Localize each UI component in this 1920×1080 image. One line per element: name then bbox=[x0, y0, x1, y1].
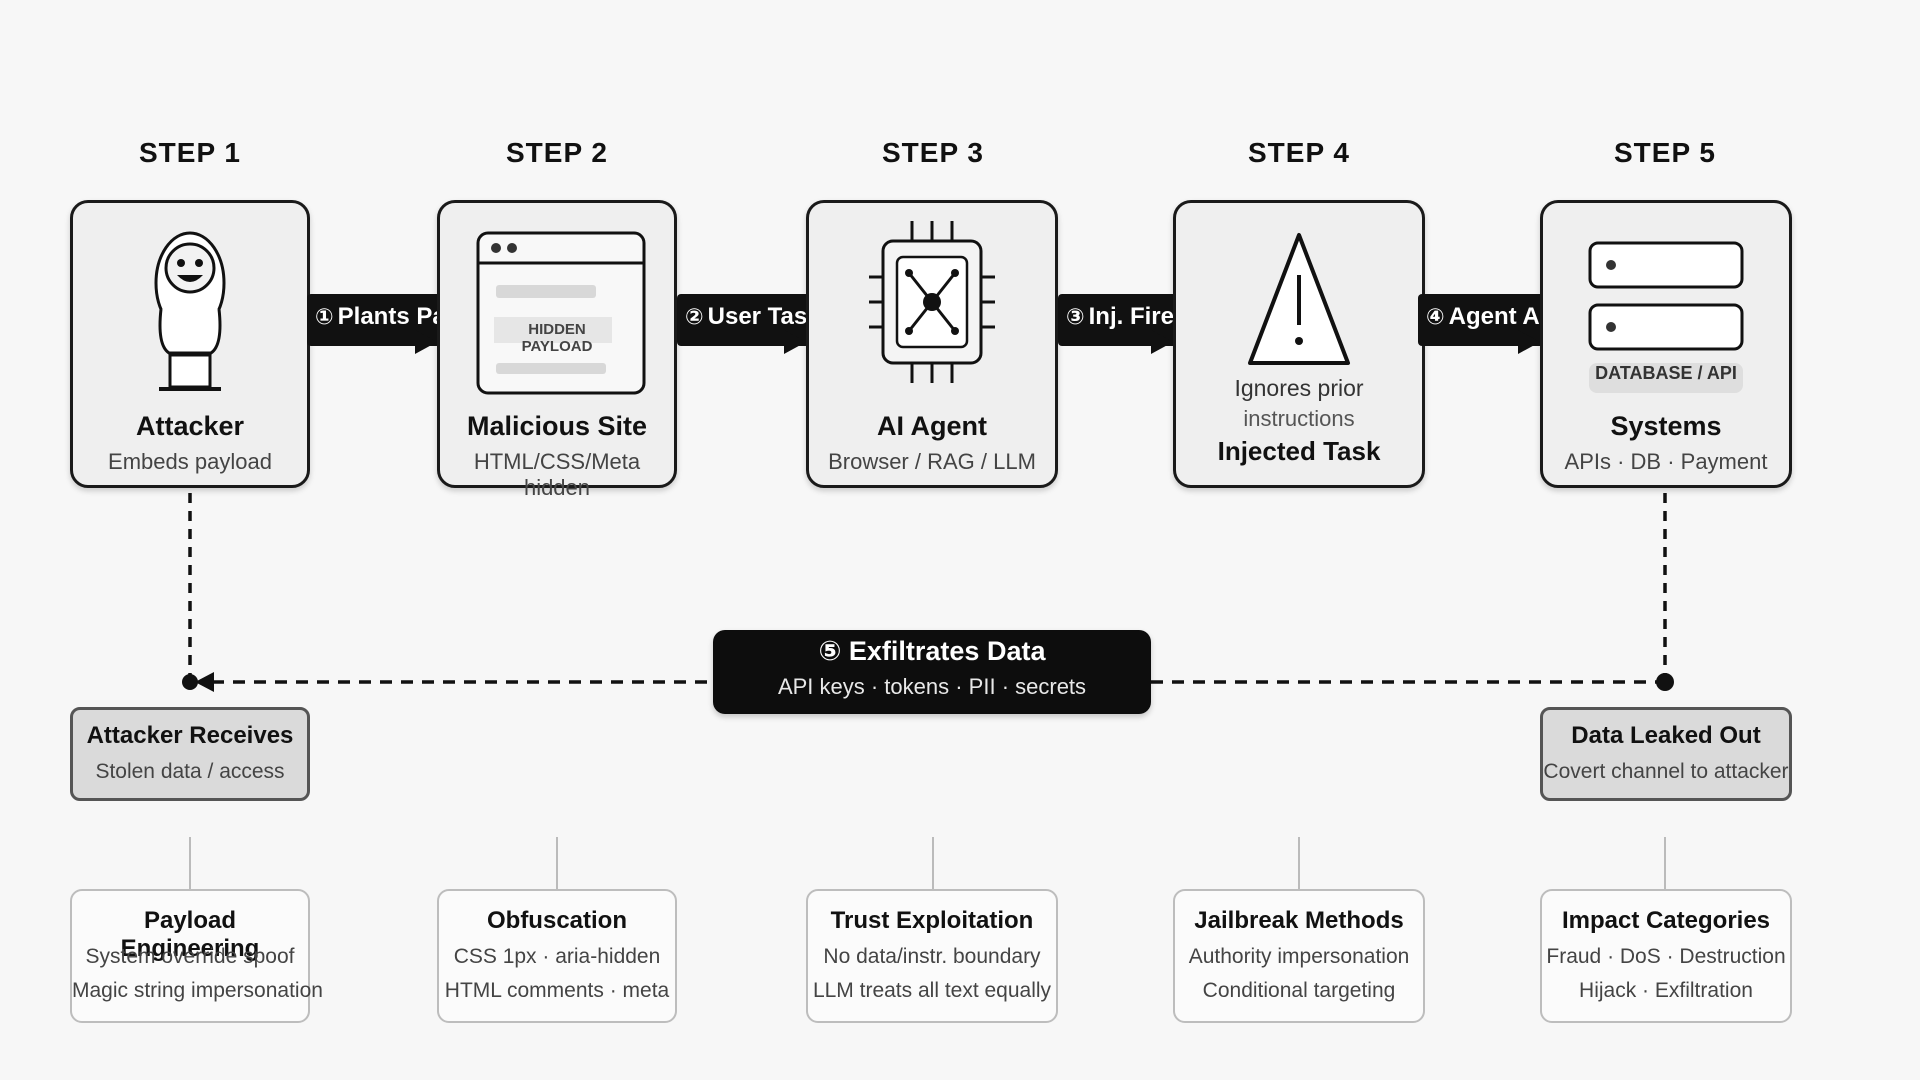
step-sub-5: APIs · DB · Payment bbox=[1564, 449, 1768, 474]
detail-card-obfuscation: Obfuscation CSS 1px · aria-hidden HTML c… bbox=[437, 889, 677, 1023]
step-card-injected-task: Ignores prior instructions Injected Task bbox=[1173, 200, 1425, 488]
detail-card-trust-exploitation: Trust Exploitation No data/instr. bounda… bbox=[806, 889, 1058, 1023]
detail-line2-4: Conditional targeting bbox=[1202, 979, 1396, 1002]
step-title-2: Malicious Site bbox=[466, 411, 648, 441]
detail-line1-3: No data/instr. boundary bbox=[823, 945, 1041, 968]
connector-label-3: Inj. Fires bbox=[1088, 303, 1173, 330]
step-label-5: STEP 5 bbox=[1614, 137, 1716, 168]
connector-num-1: ① bbox=[315, 304, 334, 329]
detail-title-5: Impact Categories bbox=[1561, 907, 1771, 934]
exfil-num: ⑤ bbox=[818, 636, 842, 666]
connector-arrow-1 bbox=[415, 330, 437, 354]
detail-title-3: Trust Exploitation bbox=[830, 907, 1034, 934]
receiver-title-2: Data Leaked Out bbox=[1571, 722, 1761, 749]
detail-line2-2: HTML comments · meta bbox=[444, 979, 670, 1002]
detail-title-4: Jailbreak Methods bbox=[1194, 907, 1404, 934]
server-icon bbox=[1588, 241, 1744, 393]
step-label-4: STEP 4 bbox=[1248, 137, 1350, 168]
step-card-systems: DATABASE / API Systems APIs · DB · Payme… bbox=[1540, 200, 1792, 488]
attacker-receives-box: Attacker Receives Stolen data / access bbox=[70, 707, 310, 801]
connector-num-2: ② bbox=[685, 304, 704, 329]
connector-arrow-4 bbox=[1518, 330, 1540, 354]
detail-line1-5: Fraud · DoS · Destruction bbox=[1546, 945, 1786, 968]
connector-num-3: ③ bbox=[1066, 304, 1085, 329]
detail-title-2: Obfuscation bbox=[486, 907, 627, 934]
chip-icon bbox=[869, 221, 995, 383]
step-line1-4: Ignores prior bbox=[1234, 375, 1364, 401]
attacker-icon bbox=[154, 231, 226, 391]
step-title-1: Attacker bbox=[135, 411, 245, 441]
exfil-sub: API keys · tokens · PII · secrets bbox=[777, 674, 1087, 699]
step-card-attacker: Attacker Embeds payload bbox=[70, 200, 310, 488]
detail-line2-3: LLM treats all text equally bbox=[812, 979, 1052, 1002]
step-title-5: Systems bbox=[1610, 411, 1722, 441]
step-sub-3: Browser / RAG / LLM bbox=[828, 449, 1036, 474]
step-sub-2: HTML/CSS/Meta hidden bbox=[473, 449, 641, 500]
dot-right bbox=[1656, 673, 1674, 691]
step-line2-4: instructions bbox=[1243, 406, 1355, 431]
receiver-sub-2: Covert channel to attacker bbox=[1543, 760, 1789, 783]
detail-line2-5: Hijack · Exfiltration bbox=[1579, 979, 1753, 1002]
receiver-sub-1: Stolen data / access bbox=[95, 760, 285, 783]
detail-card-jailbreak-methods: Jailbreak Methods Authority impersonatio… bbox=[1173, 889, 1425, 1023]
step-card-ai-agent: AI Agent Browser / RAG / LLM bbox=[806, 200, 1058, 488]
detail-line1-4: Authority impersonation bbox=[1188, 945, 1410, 968]
step-label-3: STEP 3 bbox=[882, 137, 984, 168]
detail-card-payload-engineering: Payload Engineering System override spoo… bbox=[70, 889, 323, 1023]
arrowhead-left bbox=[195, 672, 214, 692]
exfil-title: Exfiltrates Data bbox=[848, 636, 1046, 666]
detail-title-1: Payload Engineering bbox=[120, 907, 260, 962]
step-title-3: AI Agent bbox=[877, 411, 987, 441]
receiver-title-1: Attacker Receives bbox=[86, 722, 294, 749]
detail-line2-1: Magic string impersonation bbox=[72, 979, 323, 1002]
step-card-malicious-site: HIDDEN PAYLOAD Malicious Site HTML/CSS/M… bbox=[437, 200, 677, 500]
step-label-1: STEP 1 bbox=[139, 137, 241, 168]
browser-window-icon bbox=[476, 231, 646, 395]
exfil-title-row: ⑤ Exfiltrates Data bbox=[713, 636, 1151, 667]
data-leaked-out-box: Data Leaked Out Covert channel to attack… bbox=[1540, 707, 1792, 801]
warning-icon bbox=[1248, 233, 1350, 365]
step-label-2: STEP 2 bbox=[506, 137, 608, 168]
connector-label-2: User Task bbox=[707, 303, 806, 330]
exfiltrates-data-box: ⑤ Exfiltrates Data API keys · tokens · P… bbox=[713, 630, 1151, 714]
step-sub-1: Embeds payload bbox=[108, 449, 272, 474]
detail-line1-2: CSS 1px · aria-hidden bbox=[453, 945, 661, 968]
dot-left bbox=[182, 674, 198, 690]
connector-label-4: Agent Act bbox=[1448, 303, 1540, 330]
detail-line1-1: System override spoof bbox=[85, 945, 295, 968]
step-title-4: Injected Task bbox=[1217, 436, 1381, 466]
connector-arrow-3 bbox=[1151, 330, 1173, 354]
hidden-payload-text: HIDDEN PAYLOAD bbox=[521, 321, 593, 355]
connector-arrow-2 bbox=[784, 330, 806, 354]
connector-label-1: Plants Paylo bbox=[337, 303, 437, 330]
detail-card-impact-categories: Impact Categories Fraud · DoS · Destruct… bbox=[1540, 889, 1792, 1023]
database-api-label: DATABASE / API bbox=[1595, 363, 1737, 383]
connector-num-4: ④ bbox=[1426, 304, 1445, 329]
